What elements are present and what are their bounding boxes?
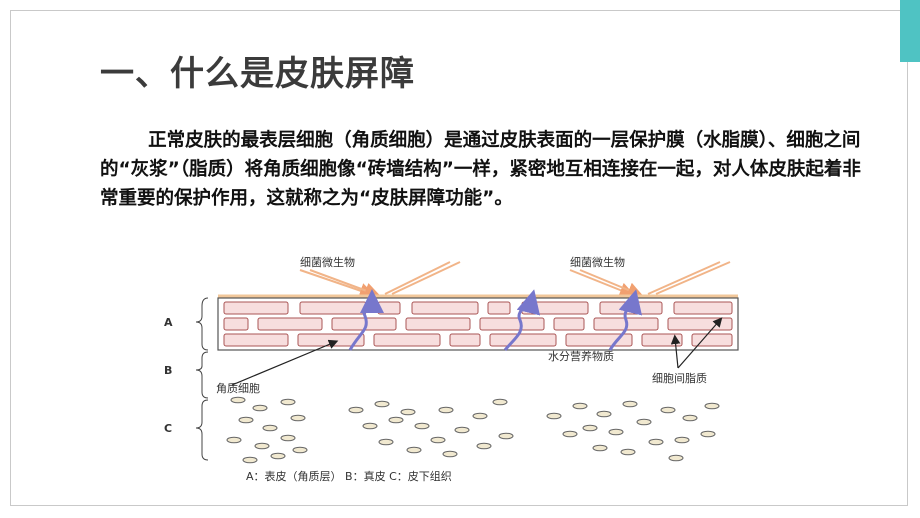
moisture-arrows — [348, 289, 642, 351]
layer-a-label: A — [164, 316, 173, 329]
microbe-label-left: 细菌微生物 — [300, 255, 355, 269]
slide-title: 一、什么是皮肤屏障 — [100, 54, 415, 94]
corner-accent — [900, 0, 920, 62]
skin-barrier-diagram: 细菌微生物 细菌微生物 — [164, 255, 739, 483]
moisture-label: 水分营养物质 — [548, 349, 614, 363]
lipid-label: 细胞间脂质 — [652, 371, 707, 385]
layer-b-label: B — [164, 364, 172, 377]
subcutaneous-cells — [226, 396, 720, 464]
corneocyte-label: 角质细胞 — [216, 382, 260, 395]
layer-c-label: C — [164, 422, 172, 435]
slide-frame — [10, 10, 908, 506]
body-paragraph: 正常皮肤的最表层细胞（角质细胞）是通过皮肤表面的一层保护膜（水脂膜）、细胞之间的… — [100, 130, 861, 209]
microbe-label-right: 细菌微生物 — [570, 255, 625, 269]
layer-braces — [195, 297, 209, 461]
microbe-arrows — [299, 261, 731, 299]
diagram-caption: A：表皮（角质层） B：真皮 C：皮下组织 — [246, 469, 452, 483]
pointer-arrows — [231, 317, 723, 386]
